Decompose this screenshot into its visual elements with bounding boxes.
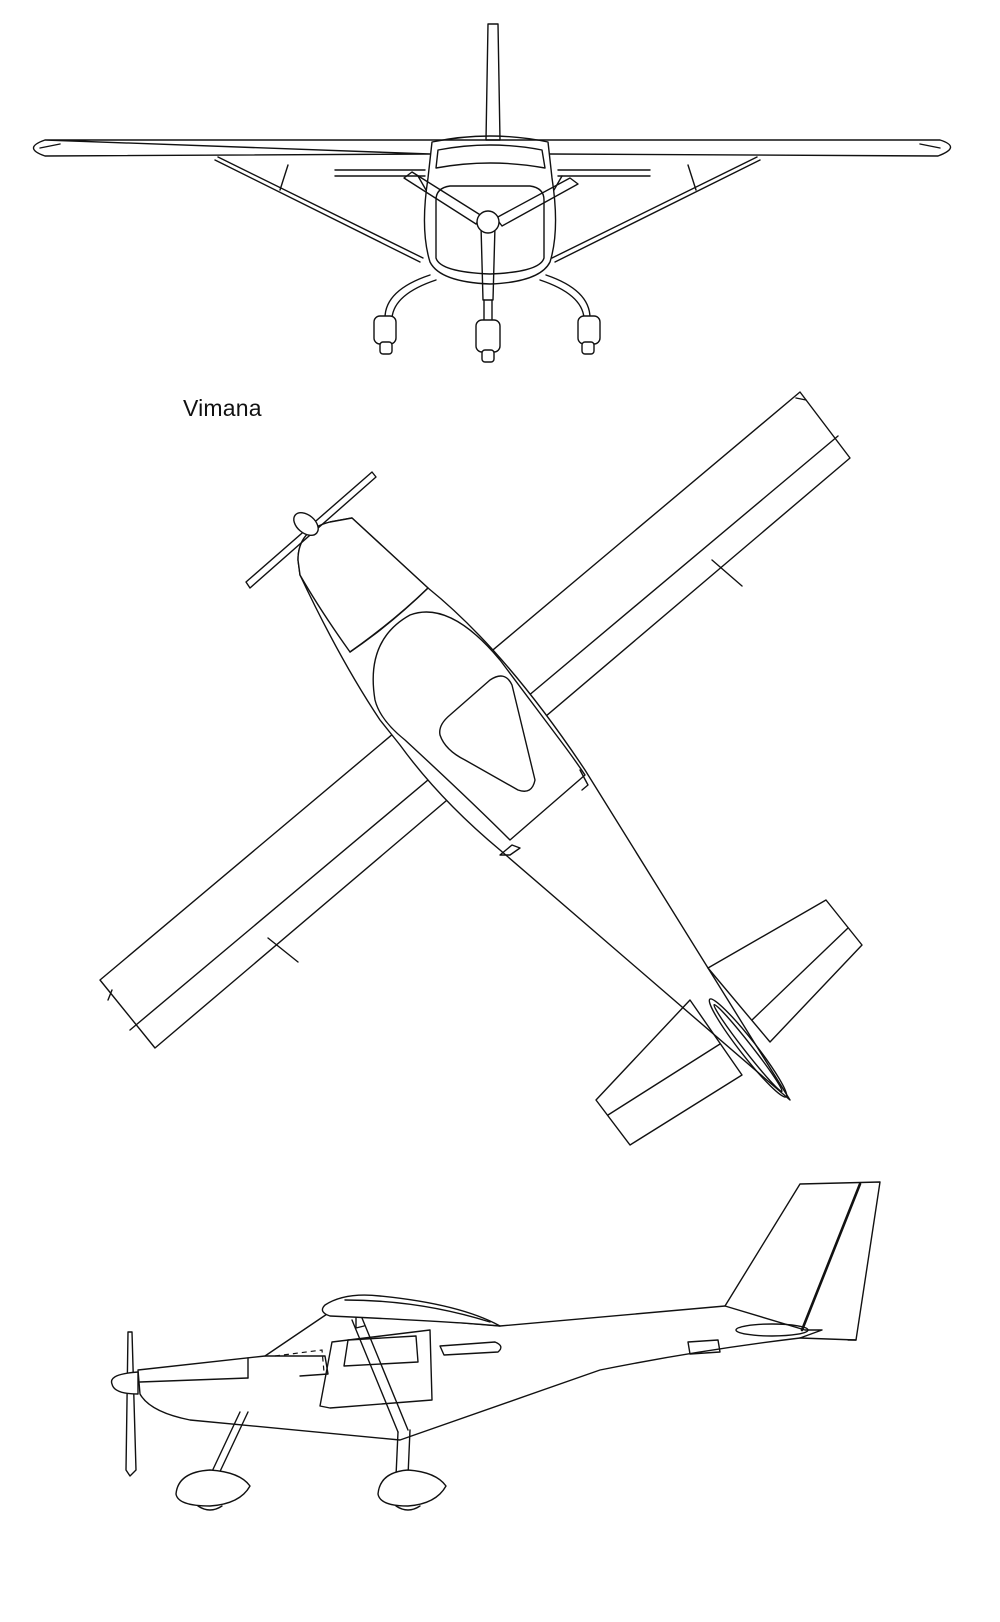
top-view-propeller <box>245 471 377 589</box>
front-view-fuselage <box>417 135 563 285</box>
front-view-propeller <box>403 171 579 301</box>
front-view <box>32 23 952 363</box>
top-view-wing <box>99 391 851 1049</box>
top-view-tailplane <box>595 899 863 1146</box>
side-view-propeller <box>110 1331 139 1477</box>
side-view <box>110 1181 881 1511</box>
side-view-wing <box>321 1294 501 1327</box>
top-view <box>99 391 863 1146</box>
side-view-fuselage <box>137 1305 823 1441</box>
front-view-wing-struts <box>214 156 761 263</box>
front-view-landing-gear <box>373 274 601 363</box>
side-view-fin <box>724 1181 881 1341</box>
front-view-wing <box>32 139 952 177</box>
aircraft-name-caption: Vimana <box>183 395 262 421</box>
side-view-landing-gear <box>175 1411 447 1511</box>
front-view-fin <box>485 23 501 141</box>
side-view-wing-strut <box>351 1317 409 1433</box>
top-view-fuselage <box>297 517 791 1101</box>
